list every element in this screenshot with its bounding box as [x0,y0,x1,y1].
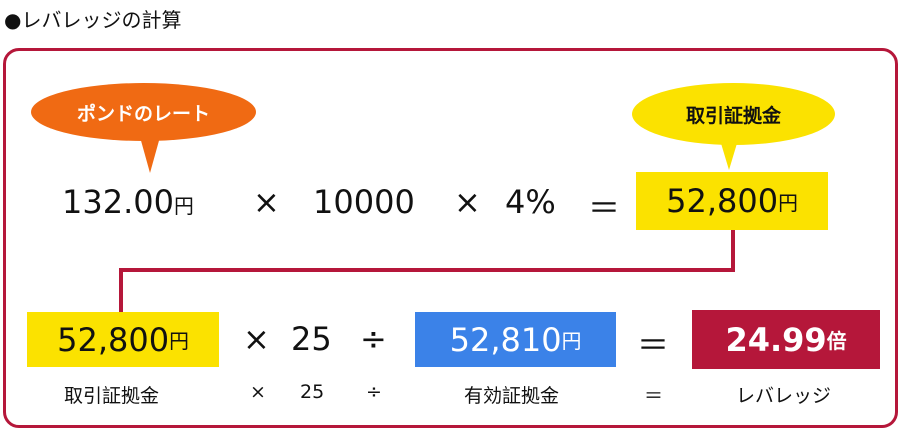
multiplier-value: 25 [291,320,332,358]
caption-multiply: × [250,381,266,403]
rate-unit: 円 [173,195,194,218]
margin-bubble: 取引証拠金 [632,83,835,145]
connector-line-drop [119,268,123,312]
equals-sign-1: ＝ [588,189,621,227]
leverage-unit: 倍 [826,330,847,353]
caption-margin: 取引証拠金 [64,385,160,407]
equals-sign-2: ＝ [637,326,670,364]
margin-amount-value: 52,800 [57,320,170,359]
connector-line-across [119,268,735,272]
effective-margin-unit: 円 [561,330,582,353]
margin-percent: 4% [505,183,556,221]
multiply-sign-1: × [253,183,280,221]
effective-margin-value: 52,810 [449,320,562,359]
connector-line-down [731,230,735,272]
page-heading: ●レバレッジの計算 [4,8,182,32]
rate-amount: 132.00円 [62,183,194,221]
multiply-sign-3: × [243,320,270,358]
margin-bubble-label: 取引証拠金 [685,104,781,127]
leverage-value: 24.99 [725,320,827,359]
rate-bubble-pointer [140,137,160,173]
multiply-sign-2: × [454,183,481,221]
caption-divide: ÷ [366,381,382,403]
diagram-frame [3,48,898,428]
margin-amount-unit: 円 [169,330,189,353]
required-margin-unit: 円 [778,191,798,215]
rate-value: 132.00 [62,183,174,221]
margin-bubble-pointer [720,140,738,170]
rate-bubble: ポンドのレート [31,83,256,141]
divide-sign: ÷ [360,320,387,358]
caption-multiplier: 25 [300,381,325,403]
required-margin-value: 52,800 [666,182,779,220]
caption-leverage: レバレッジ [736,385,832,407]
caption-effective-margin: 有効証拠金 [464,385,560,407]
units-value: 10000 [313,183,415,221]
rate-bubble-label: ポンドのレート [76,102,210,125]
caption-equals: ＝ [644,385,664,407]
